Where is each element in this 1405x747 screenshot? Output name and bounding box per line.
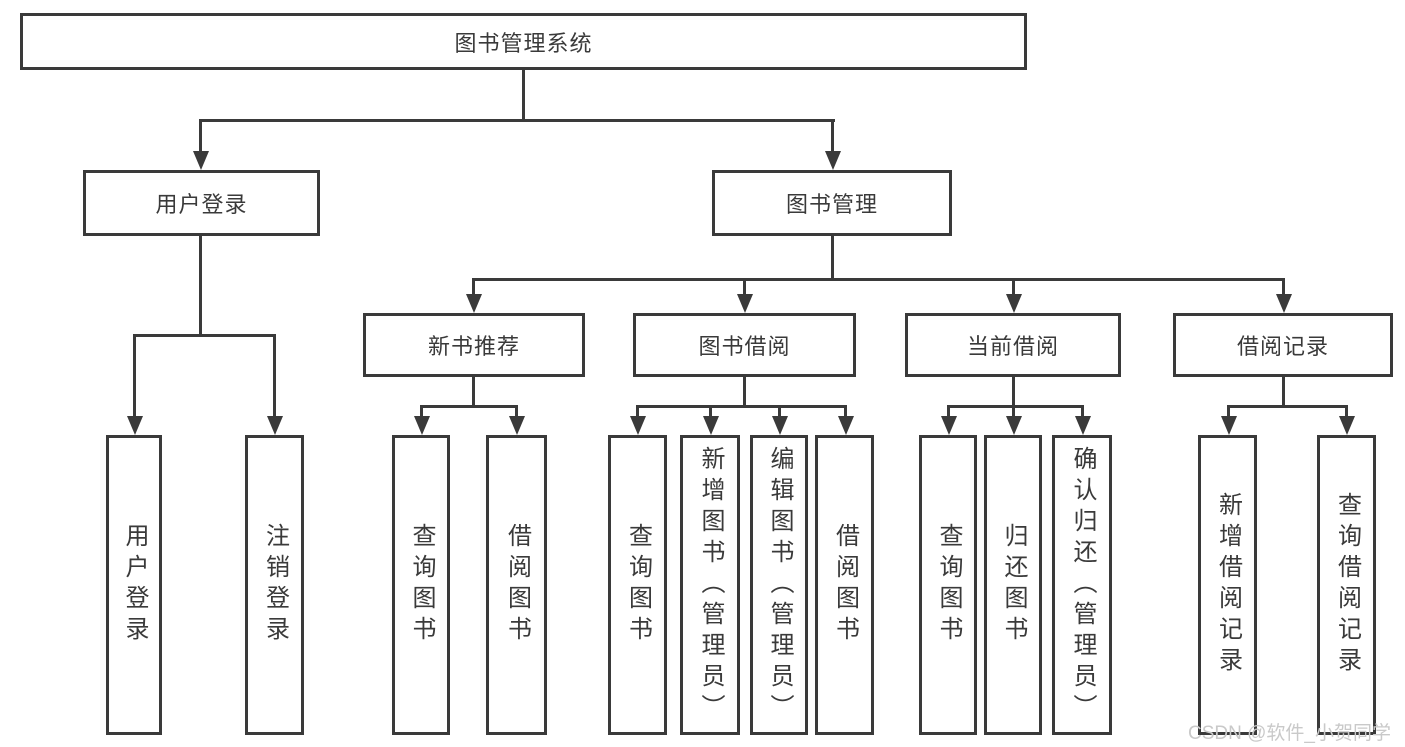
arrow-down-icon: [772, 416, 788, 435]
connector-user-login-bus: [133, 334, 276, 337]
arrow-down-icon: [737, 294, 753, 313]
connector-leaf: [636, 405, 639, 418]
leaf-query-book-recommend: 查询图书: [392, 435, 450, 735]
connector-leaf: [709, 405, 712, 418]
node-book-borrow: 图书借阅: [633, 313, 856, 377]
connector-to-book-borrow: [743, 278, 746, 296]
connector-to-leaf-logout: [273, 334, 276, 418]
arrow-down-icon: [1006, 294, 1022, 313]
arrow-down-icon: [414, 416, 430, 435]
connector-new-book-bus: [420, 405, 518, 408]
arrow-down-icon: [509, 416, 525, 435]
arrow-down-icon: [267, 416, 283, 435]
connector-borrow-record-stem: [1282, 377, 1285, 408]
connector-current-borrow-bus: [947, 405, 1084, 408]
connector-to-book-management: [831, 119, 834, 154]
arrow-down-icon: [1221, 416, 1237, 435]
connector-leaf: [1227, 405, 1230, 418]
arrow-down-icon: [193, 151, 209, 170]
connector-book-management-stem: [831, 236, 834, 278]
csdn-watermark: CSDN @软件_小贺同学: [1188, 723, 1391, 744]
leaf-borrow-book-recommend: 借阅图书: [486, 435, 547, 735]
arrow-down-icon: [127, 416, 143, 435]
connector-root-bus: [199, 119, 835, 122]
connector-book-borrow-stem: [743, 377, 746, 408]
connector-leaf: [844, 405, 847, 418]
arrow-down-icon: [1339, 416, 1355, 435]
connector-to-new-book: [472, 278, 475, 296]
connector-to-borrow-record: [1282, 278, 1285, 296]
connector-leaf: [1012, 405, 1015, 418]
arrow-down-icon: [1006, 416, 1022, 435]
connector-leaf: [778, 405, 781, 418]
connector-leaf: [515, 405, 518, 418]
connector-to-user-login: [199, 119, 202, 154]
connector-book-management-bus: [472, 278, 1285, 281]
arrow-down-icon: [941, 416, 957, 435]
leaf-borrow-book: 借阅图书: [815, 435, 874, 735]
connector-new-book-stem: [472, 377, 475, 408]
arrow-down-icon: [1075, 416, 1091, 435]
arrow-down-icon: [1276, 294, 1292, 313]
connector-to-leaf-user-login: [133, 334, 136, 418]
leaf-logout: 注销登录: [245, 435, 304, 735]
connector-leaf: [947, 405, 950, 418]
connector-leaf: [1345, 405, 1348, 418]
node-current-borrow: 当前借阅: [905, 313, 1121, 377]
leaf-add-borrow-record: 新增借阅记录: [1198, 435, 1257, 735]
leaf-confirm-return-admin: 确认归还（管理员）: [1052, 435, 1112, 735]
arrow-down-icon: [838, 416, 854, 435]
leaf-add-book-admin: 新增图书（管理员）: [680, 435, 740, 735]
node-user-login: 用户登录: [83, 170, 320, 236]
connector-to-current-borrow: [1012, 278, 1015, 296]
arrow-down-icon: [630, 416, 646, 435]
leaf-user-login: 用户登录: [106, 435, 162, 735]
node-book-management: 图书管理: [712, 170, 952, 236]
node-new-book-recommend: 新书推荐: [363, 313, 585, 377]
leaf-return-book: 归还图书: [984, 435, 1042, 735]
arrow-down-icon: [703, 416, 719, 435]
connector-leaf: [420, 405, 423, 418]
arrow-down-icon: [825, 151, 841, 170]
leaf-query-borrow-record: 查询借阅记录: [1317, 435, 1376, 735]
connector-root-stem: [522, 70, 525, 120]
leaf-edit-book-admin: 编辑图书（管理员）: [750, 435, 808, 735]
leaf-query-current-borrow: 查询图书: [919, 435, 977, 735]
connector-book-borrow-bus: [636, 405, 847, 408]
connector-user-login-stem: [199, 236, 202, 337]
connector-borrow-record-bus: [1227, 405, 1348, 408]
arrow-down-icon: [466, 294, 482, 313]
connector-current-borrow-stem: [1012, 377, 1015, 408]
node-system-root: 图书管理系统: [20, 13, 1027, 70]
connector-leaf: [1081, 405, 1084, 418]
node-borrow-record: 借阅记录: [1173, 313, 1393, 377]
leaf-query-book: 查询图书: [608, 435, 667, 735]
